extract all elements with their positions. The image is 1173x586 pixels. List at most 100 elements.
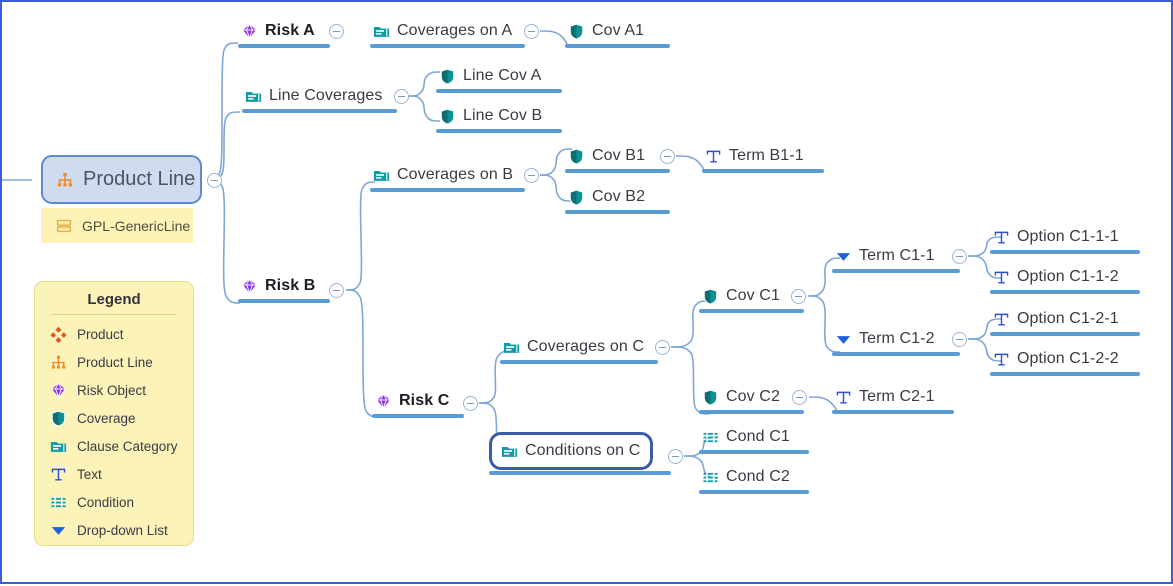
node-cov-b2[interactable]: Cov B2	[565, 183, 649, 211]
legend-item-product: Product	[35, 320, 193, 348]
text-icon	[992, 310, 1011, 329]
node-coverages-c[interactable]: Coverages on C	[500, 333, 648, 361]
collapse-button-coverages-a[interactable]	[524, 24, 539, 39]
product-line-icon	[49, 353, 68, 372]
node-label: Line Cov B	[463, 107, 543, 124]
collapse-button-risk-a[interactable]	[329, 24, 344, 39]
product-icon	[49, 325, 68, 344]
clause-category-icon	[49, 437, 68, 456]
node-option-c1-1-1[interactable]: Option C1-1-1	[990, 223, 1123, 251]
node-line-cov-b[interactable]: Line Cov B	[436, 102, 546, 130]
collapse-button-conditions-c[interactable]	[668, 449, 683, 464]
clause-category-icon	[372, 166, 391, 185]
node-underline	[832, 269, 960, 273]
collapse-button-cov-b1[interactable]	[660, 149, 675, 164]
node-label: Cov C2	[726, 388, 780, 405]
product-line-icon	[55, 170, 75, 190]
node-line-coverages[interactable]: Line Coverages	[242, 82, 386, 110]
node-option-c1-1-2[interactable]: Option C1-1-2	[990, 263, 1123, 291]
connector-line	[206, 42, 239, 181]
node-label: Cov A1	[592, 22, 645, 39]
node-underline	[436, 89, 562, 93]
collapse-button-product-line[interactable]	[207, 173, 222, 188]
node-product-line[interactable]: Product Line	[41, 155, 202, 204]
node-label: Risk C	[399, 392, 450, 409]
node-label: Option C1-2-2	[1017, 350, 1119, 367]
collapse-button-cov-c1[interactable]	[791, 289, 806, 304]
node-label: Cond C2	[726, 468, 790, 485]
risk-object-icon	[374, 392, 393, 411]
condition-icon	[701, 428, 720, 447]
node-label: Line Coverages	[269, 87, 383, 104]
node-term-c2-1[interactable]: Term C2-1	[832, 383, 939, 411]
coverage-icon	[567, 147, 586, 166]
coverage-icon	[49, 409, 68, 428]
node-cov-c2[interactable]: Cov C2	[699, 383, 784, 411]
node-underline	[832, 410, 954, 414]
connector-line	[206, 179, 241, 304]
node-label: Cond C1	[726, 428, 790, 445]
node-term-c1-2[interactable]: Term C1-2	[832, 325, 939, 353]
connector-line	[539, 30, 569, 47]
node-risk-b[interactable]: Risk B	[238, 272, 319, 300]
node-risk-c[interactable]: Risk C	[372, 387, 453, 415]
risk-object-icon	[240, 22, 259, 41]
collapse-button-coverages-b[interactable]	[524, 168, 539, 183]
connector-line	[345, 181, 376, 291]
collapse-button-line-coverages[interactable]	[394, 89, 409, 104]
node-label: Term B1-1	[729, 147, 804, 164]
dropdown-list-icon	[834, 247, 853, 266]
node-underline	[990, 290, 1140, 294]
collapse-button-cov-c2[interactable]	[792, 390, 807, 405]
node-line-cov-a[interactable]: Line Cov A	[436, 62, 545, 90]
node-underline	[565, 169, 670, 173]
legend-item-label: Clause Category	[77, 438, 178, 454]
node-label: Term C1-1	[859, 247, 935, 264]
legend-divider	[51, 314, 177, 315]
collapse-button-risk-c[interactable]	[463, 396, 478, 411]
node-risk-a[interactable]: Risk A	[238, 17, 319, 45]
node-option-c1-2-2[interactable]: Option C1-2-2	[990, 345, 1123, 373]
legend-item-label: Coverage	[77, 410, 136, 426]
connector-line	[675, 155, 705, 171]
node-underline	[699, 450, 809, 454]
node-attribute-gpl-genericline[interactable]: GPL-GenericLine	[41, 208, 193, 243]
node-conditions-c[interactable]: Conditions on C	[489, 432, 654, 470]
legend-item-drop-down-list: Drop-down List	[35, 516, 193, 544]
node-label: Term C2-1	[859, 388, 935, 405]
node-coverages-a[interactable]: Coverages on A	[370, 17, 516, 45]
collapse-button-term-c1-1[interactable]	[952, 249, 967, 264]
attribute-icon	[55, 217, 73, 235]
node-label: Line Cov A	[463, 67, 542, 84]
node-cov-c1[interactable]: Cov C1	[699, 282, 784, 310]
node-underline	[565, 44, 670, 48]
dropdown-list-icon	[49, 521, 68, 540]
node-label: Cov B1	[592, 147, 646, 164]
condition-icon	[701, 468, 720, 487]
node-underline	[702, 169, 824, 173]
legend-item-label: Text	[77, 466, 102, 482]
legend-item-label: Product Line	[77, 354, 153, 370]
node-underline	[832, 352, 960, 356]
text-icon	[992, 350, 1011, 369]
node-underline	[242, 109, 397, 113]
node-cond-c2[interactable]: Cond C2	[699, 463, 794, 491]
node-underline	[238, 44, 330, 48]
legend-title: Legend	[87, 291, 141, 308]
node-cond-c1[interactable]: Cond C1	[699, 423, 794, 451]
coverage-icon	[701, 388, 720, 407]
node-underline	[990, 332, 1140, 336]
node-term-c1-1[interactable]: Term C1-1	[832, 242, 939, 270]
node-cov-b1[interactable]: Cov B1	[565, 142, 649, 170]
collapse-button-coverages-c[interactable]	[655, 340, 670, 355]
node-term-b1-1[interactable]: Term B1-1	[702, 142, 808, 170]
node-coverages-b[interactable]: Coverages on B	[370, 161, 517, 189]
node-option-c1-2-1[interactable]: Option C1-2-1	[990, 305, 1123, 333]
collapse-button-term-c1-2[interactable]	[952, 332, 967, 347]
node-underline	[370, 44, 525, 48]
node-underline	[370, 188, 525, 192]
collapse-button-risk-b[interactable]	[329, 283, 344, 298]
clause-category-icon	[500, 442, 519, 461]
node-underline	[565, 210, 670, 214]
node-cov-a1[interactable]: Cov A1	[565, 17, 648, 45]
